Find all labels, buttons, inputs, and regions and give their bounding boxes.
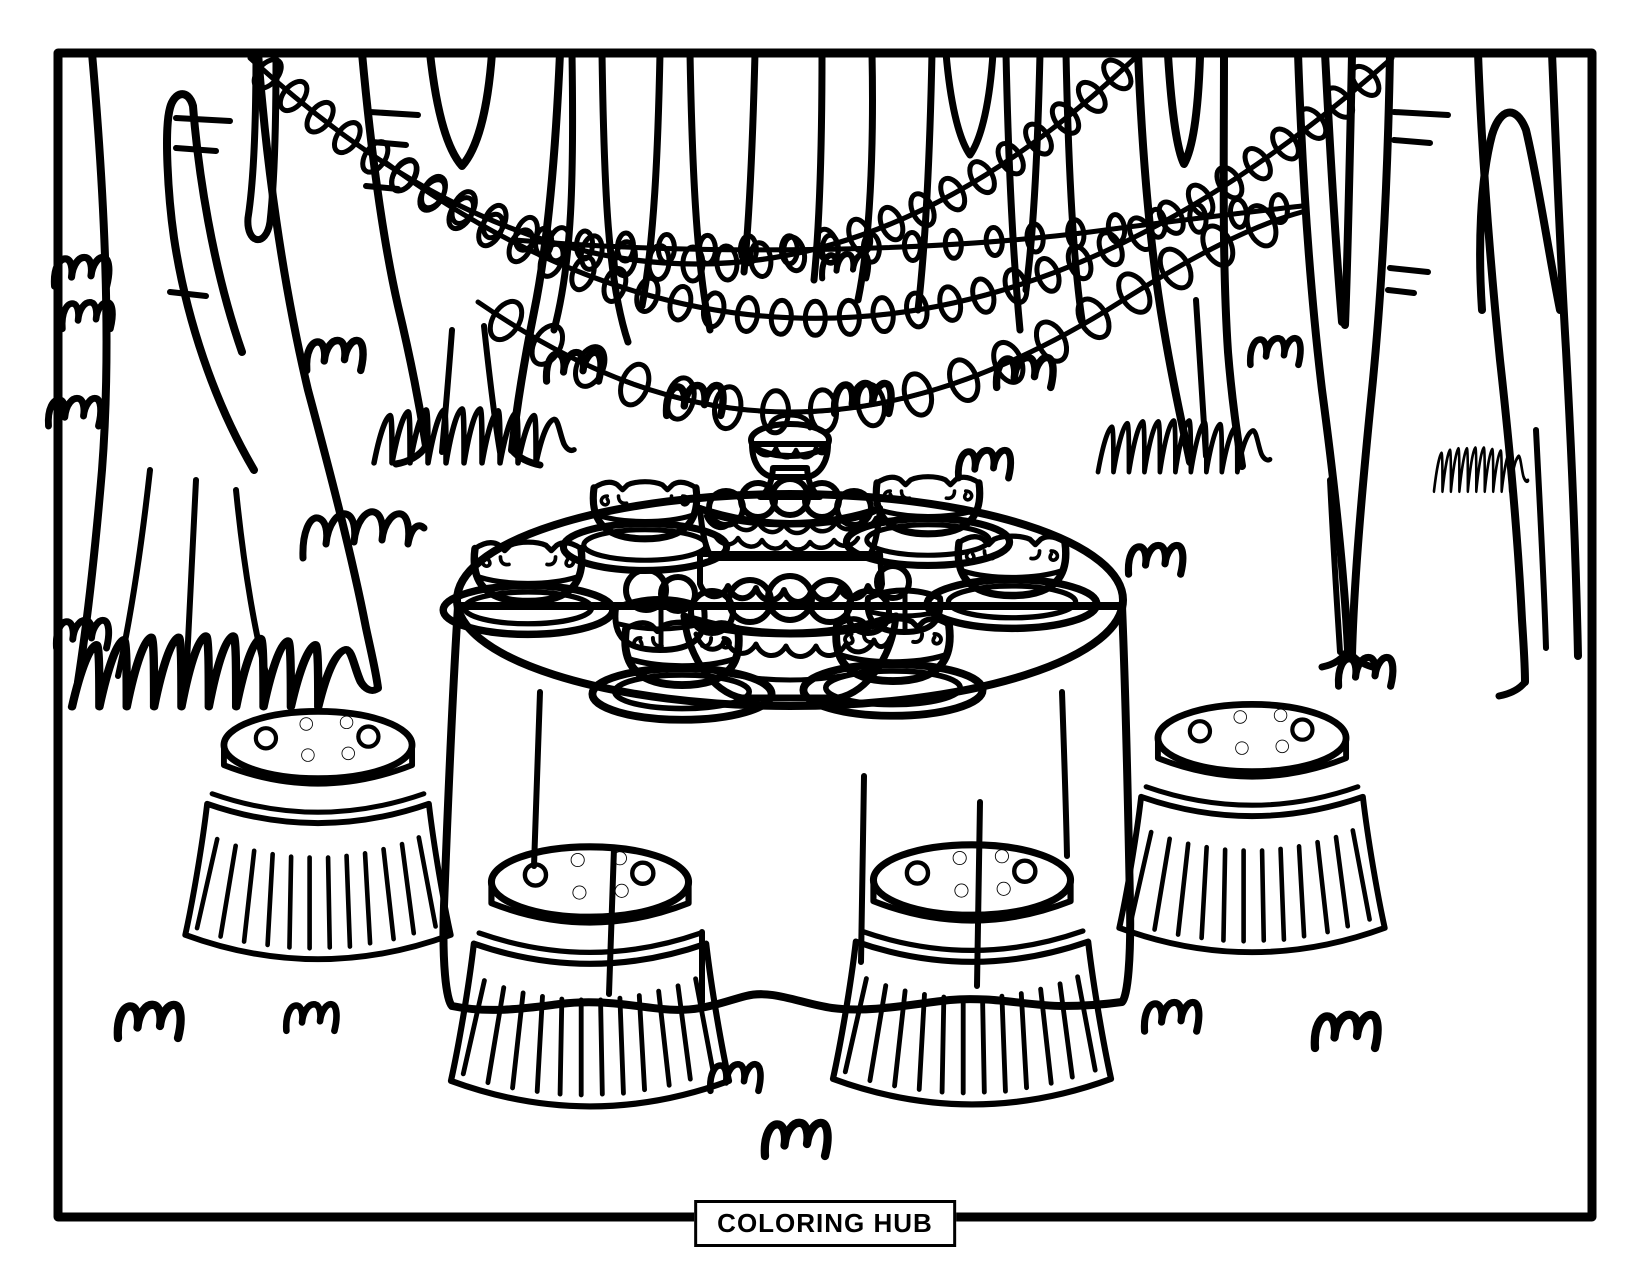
light-bulb (417, 177, 448, 213)
light-bulb (612, 230, 639, 264)
light-bulb (1297, 106, 1329, 141)
tablecloth-skirt (439, 602, 1135, 1014)
stool-far-right (1119, 704, 1384, 952)
light-bulb (1103, 212, 1130, 245)
light-strand-2-bulbs (389, 63, 1382, 338)
light-bulb (732, 295, 763, 334)
light-bulb (858, 231, 885, 265)
tree-left-center (358, 49, 564, 469)
light-bulb (1323, 85, 1356, 120)
light-bulb (331, 120, 363, 156)
grass-tuft-large (299, 508, 428, 562)
light-bulb (1062, 217, 1089, 251)
light-bulb (967, 159, 997, 196)
tree-far-right (1474, 49, 1582, 700)
light-bulb (1270, 126, 1301, 162)
light-bulb (1075, 296, 1112, 341)
light-bulb (571, 228, 598, 262)
light-bulb (632, 275, 663, 314)
light-bulb (817, 232, 844, 266)
light-bulb (600, 266, 630, 304)
stool-far-left (185, 711, 450, 959)
teacup-mid-left (443, 541, 613, 634)
stool-front-left (451, 847, 729, 1107)
stump-stools (185, 704, 1384, 1106)
light-bulb (901, 290, 932, 330)
light-bulb (968, 276, 999, 315)
light-bulb (900, 371, 936, 418)
light-bulb (1116, 271, 1153, 315)
light-bulb (908, 191, 937, 229)
tea-table (439, 490, 1135, 1014)
light-bulb (899, 230, 926, 263)
light-bulb (665, 283, 696, 323)
light-bulb (757, 388, 794, 436)
stool-front-right (833, 845, 1111, 1105)
light-bulb (694, 232, 721, 266)
light-bulb (277, 78, 310, 114)
light-bulb (1033, 319, 1070, 364)
light-bulb (1144, 206, 1171, 240)
light-bulb (1157, 246, 1194, 291)
light-bulb (506, 227, 536, 265)
light-bulb (1184, 201, 1212, 235)
brand-label: COLORING HUB (694, 1200, 956, 1247)
light-bulb (1200, 223, 1236, 268)
light-bulb (940, 227, 967, 261)
light-bulb (1049, 101, 1082, 136)
tree-right (1294, 49, 1451, 672)
light-bulb (446, 195, 476, 232)
light-bulb (1001, 267, 1031, 305)
light-bulb (1214, 164, 1245, 201)
light-bulb (980, 225, 1008, 258)
light-bulb (711, 243, 743, 283)
light-bulb (834, 297, 865, 337)
light-bulb (573, 344, 608, 389)
light-bulb (776, 233, 803, 267)
light-bulb (1349, 63, 1382, 98)
light-bulb (995, 141, 1026, 177)
light-bulb (800, 298, 831, 338)
light-bulb (1101, 57, 1134, 92)
light-bulb (251, 57, 284, 91)
light-bulb (617, 361, 653, 408)
light-bulb (1266, 192, 1293, 226)
light-bulb (709, 384, 746, 432)
light-bulb (304, 99, 336, 135)
light-bulb (1023, 121, 1054, 157)
light-bulb (1033, 256, 1063, 294)
light-bulb (946, 357, 982, 403)
light-bulb (698, 290, 729, 330)
light-bulb (677, 244, 709, 284)
light-bulb (938, 175, 968, 213)
tea-set (443, 412, 1097, 720)
light-bulb (1244, 203, 1279, 249)
light-bulb (530, 225, 557, 259)
light-bulb (745, 240, 776, 279)
pastry-bun-right (864, 563, 944, 635)
light-bulb (476, 211, 506, 249)
light-bulb (487, 298, 525, 343)
pastry-bun-left (612, 567, 708, 653)
light-bulb (1021, 221, 1049, 255)
light-bulb (653, 232, 680, 265)
light-bulb (1075, 79, 1108, 114)
light-bulb (935, 284, 966, 323)
dessert-stand (680, 412, 900, 702)
light-strand-4-bulbs (487, 203, 1279, 436)
light-bulb (389, 158, 420, 194)
light-bulb (867, 295, 899, 335)
light-bulb (735, 233, 762, 267)
teacup-mid-right (927, 535, 1097, 628)
string-lights (247, 55, 1395, 436)
light-bulb (766, 297, 797, 337)
light-bulb (877, 204, 906, 243)
grass-tufts (48, 254, 1393, 1156)
light-bulb (1242, 146, 1273, 182)
background-trunks (244, 49, 1086, 346)
